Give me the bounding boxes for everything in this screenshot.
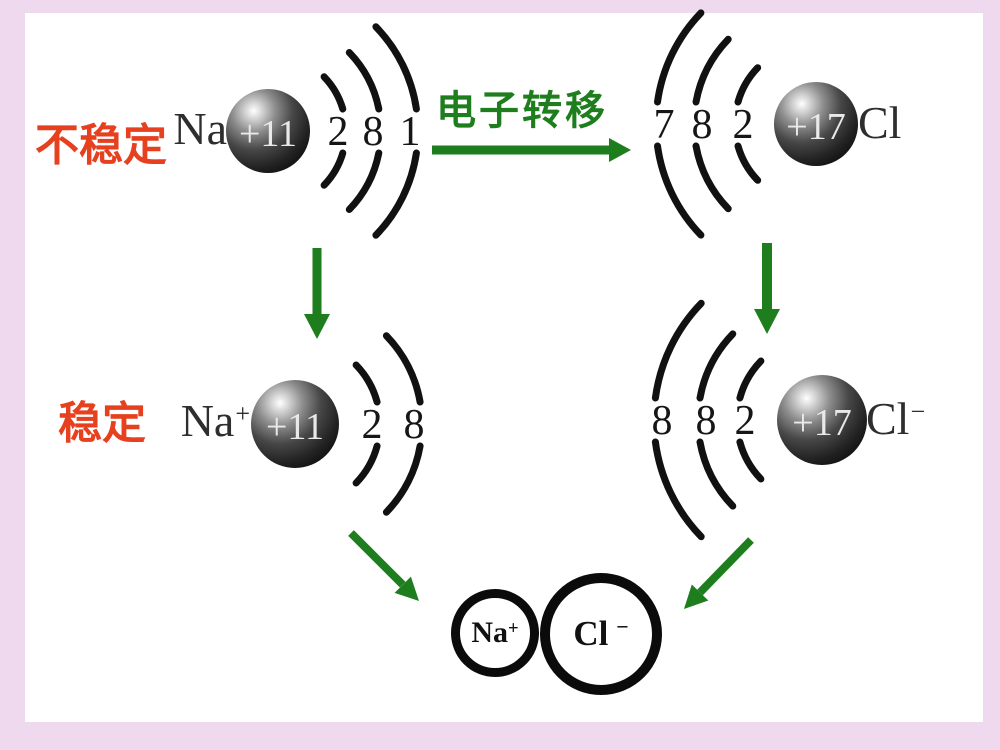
cl-ion-symbol-text: Cl	[866, 393, 910, 444]
na-ion-charge: +	[235, 399, 250, 428]
na-ion-symbol: Na+	[100, 398, 250, 444]
cl-ion-charge: −	[910, 397, 926, 426]
chloride-ion-circle: Cl−	[540, 573, 662, 695]
sodium-ion-circle: Na+	[451, 589, 539, 677]
unstable-label: 不稳定	[35, 121, 167, 170]
na-ion-symbol-text: Na	[180, 395, 235, 446]
cl-atom-symbol-text: Cl	[858, 97, 902, 148]
chloride-ion-text: Cl−	[573, 614, 629, 653]
na-atom-symbol-text: Na	[173, 103, 227, 154]
stable-label: 稳定	[58, 399, 146, 448]
na-atom-symbol: Na	[78, 106, 228, 152]
electron-transfer-label: 电子转移	[436, 89, 608, 133]
cl-atom-symbol: Cl	[858, 100, 902, 146]
cl-ion-symbol: Cl−	[866, 396, 925, 442]
sodium-ion-text: Na+	[471, 616, 519, 649]
